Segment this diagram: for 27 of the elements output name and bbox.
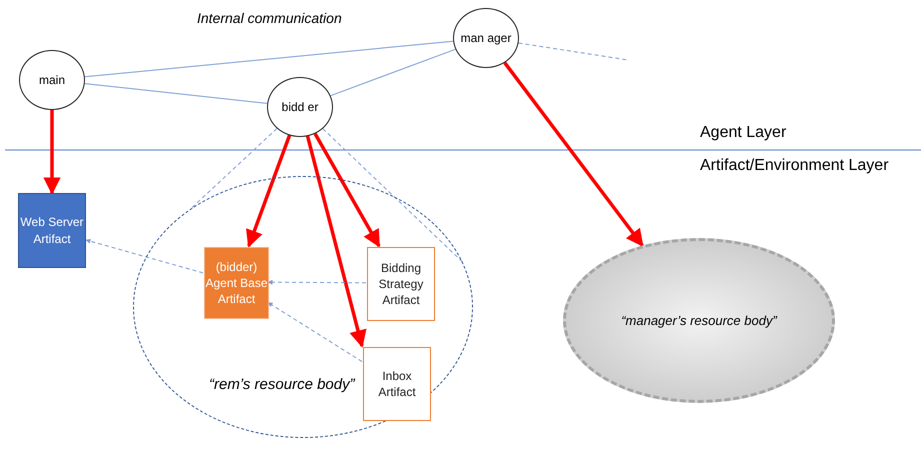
- connector-line: [84, 40, 454, 78]
- arrow: [268, 280, 366, 285]
- arrow: [306, 136, 367, 348]
- arrow: [86, 238, 204, 274]
- dashed-line: [518, 42, 628, 60]
- arrow: [43, 110, 61, 195]
- body-label: “rem’s resource body”: [209, 375, 355, 395]
- artifact-box: Inbox Artifact: [363, 347, 431, 421]
- resource-body-ellipse: “manager’s resource body”: [563, 238, 835, 403]
- arrow: [246, 134, 292, 248]
- arrow: [314, 132, 381, 248]
- artifact-box: Web Server Artifact: [18, 193, 86, 268]
- dashed-line: [322, 128, 464, 263]
- layer-label: Agent Layer: [700, 124, 786, 142]
- resource-body-ellipse: [133, 176, 473, 438]
- annotation-text: Internal communication: [197, 10, 342, 26]
- artifact-box: (bidder) Agent Base Artifact: [204, 247, 269, 319]
- arrow: [503, 62, 644, 247]
- arrow: [268, 302, 362, 362]
- agent-circle: main: [19, 50, 85, 110]
- dashed-line: [190, 128, 278, 209]
- layer-label: Artifact/Environment Layer: [700, 157, 889, 175]
- artifact-box: Bidding Strategy Artifact: [367, 247, 435, 321]
- connector-line: [330, 48, 456, 96]
- agent-circle: man ager: [453, 8, 519, 68]
- agent-circle: bidd er: [267, 77, 333, 137]
- connector-line: [84, 83, 268, 104]
